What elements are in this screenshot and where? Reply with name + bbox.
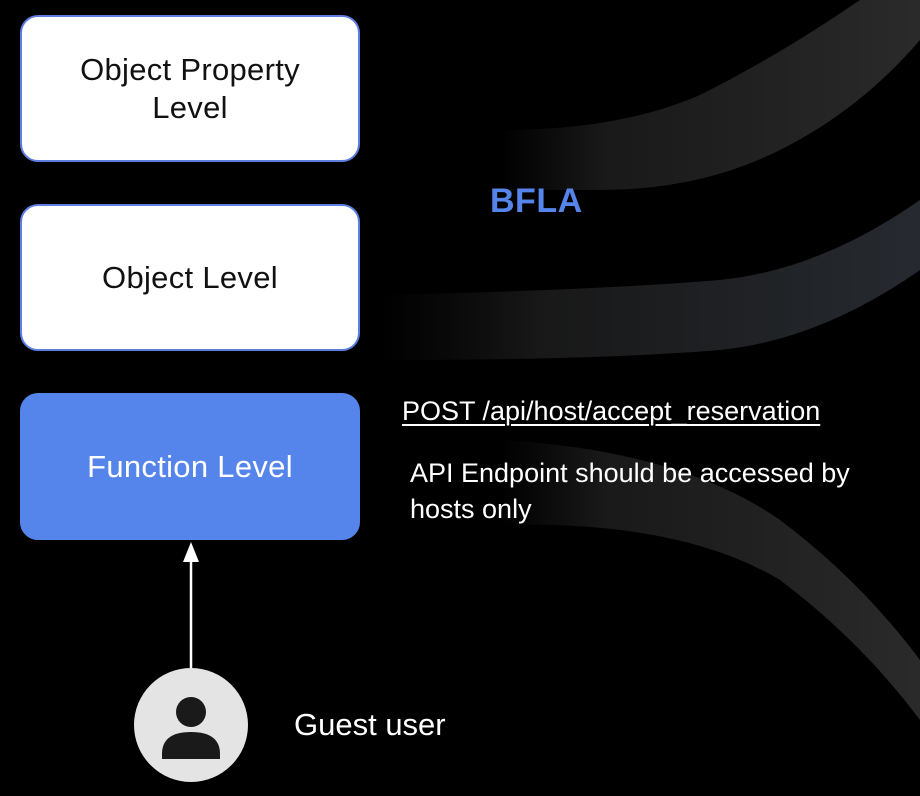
arrow-up-icon xyxy=(183,542,199,678)
user-icon xyxy=(162,697,220,759)
object-property-level-label: Object Property Level xyxy=(80,51,300,125)
function-level-box: Function Level xyxy=(20,393,360,540)
object-level-label: Object Level xyxy=(102,259,278,295)
guest-user-label: Guest user xyxy=(294,707,446,742)
object-level-box: Object Level xyxy=(20,204,360,351)
bfla-label: BFLA xyxy=(490,182,583,220)
function-level-label: Function Level xyxy=(87,448,293,484)
object-property-level-box: Object Property Level xyxy=(20,15,360,162)
endpoint-label: POST /api/host/accept_reservation xyxy=(402,396,821,426)
endpoint-description: API Endpoint should be accessed by hosts… xyxy=(410,458,850,524)
avatar xyxy=(134,668,248,782)
